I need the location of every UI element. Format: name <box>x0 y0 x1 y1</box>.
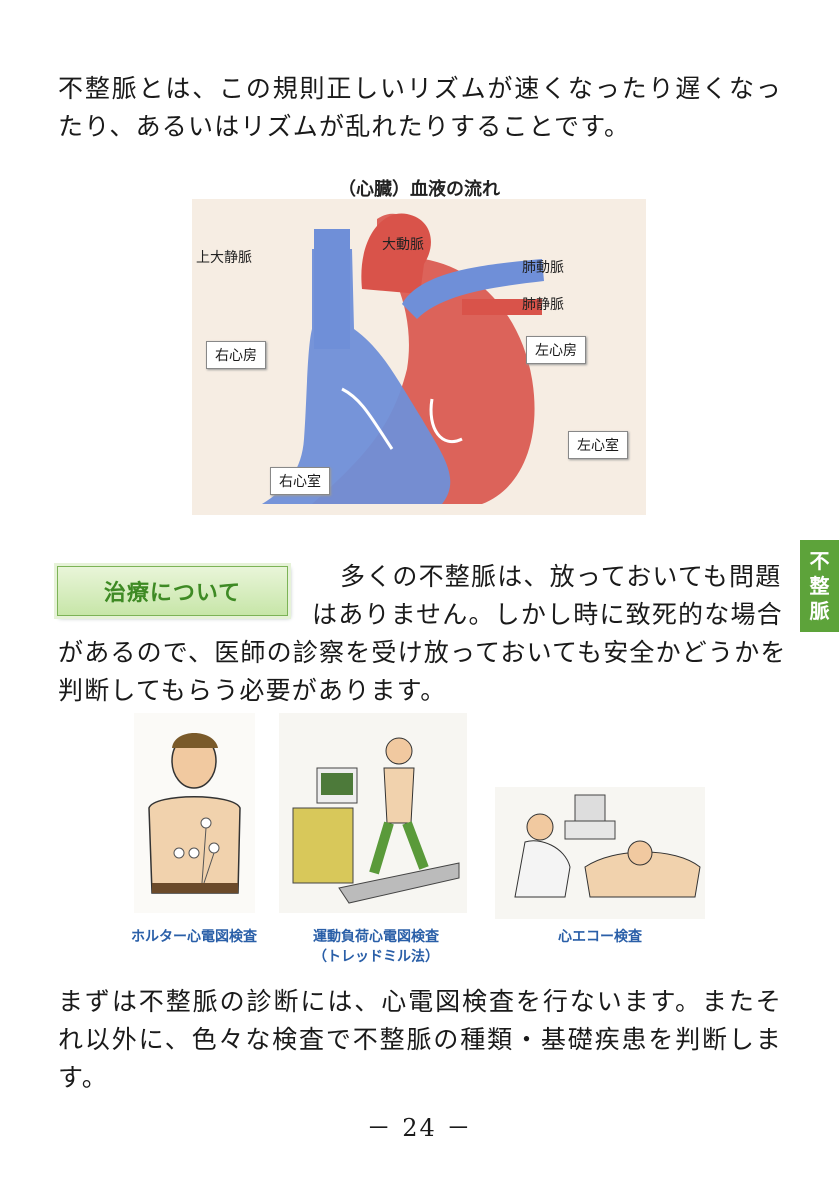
label-left-ventricle: 左心室 <box>568 431 628 459</box>
heart-illustration <box>262 213 544 504</box>
label-pulmonary-artery: 肺動脈 <box>522 260 564 276</box>
figure-caption: （心臓）血液の流れ <box>192 175 646 201</box>
label-right-atrium: 右心房 <box>206 341 266 369</box>
echocardiography-illustration <box>495 787 705 919</box>
treatment-heading: 治療について <box>57 566 288 616</box>
intro-paragraph: 不整脈とは、この規則正しいリズムが速くなったり遅くなったり、あるいはリズムが乱れ… <box>58 74 782 141</box>
treatment-line: はありません。しかし時に致死的な場合 <box>312 600 783 629</box>
heart-right-side <box>262 249 451 504</box>
treatment-line: 多くの不整脈は、放っておいても問題 <box>340 562 782 591</box>
pulmonary-artery <box>402 259 544 319</box>
heart-blood-flow-figure: （心臓）血液の流れ 上大静脈 大動脈 肺動脈 肺静脈 右心房 左心房 左心室 右… <box>192 175 646 515</box>
side-tab-char: 不 <box>809 548 830 573</box>
heart-diagram-panel: 上大静脈 大動脈 肺動脈 肺静脈 右心房 左心房 左心室 右心室 <box>192 199 646 515</box>
aorta-arch <box>361 213 431 294</box>
page-number: － 24 － <box>366 1114 473 1142</box>
label-aorta: 大動脈 <box>382 237 424 253</box>
echo-exam-label: 心エコー検査 <box>558 929 642 945</box>
flow-arrow-left <box>429 398 463 443</box>
label-right-ventricle: 右心室 <box>270 467 330 495</box>
treatment-line: があるので、医師の診察を受け放っておいても安全かどうかを <box>58 638 787 667</box>
exercise-exam-title: 運動負荷心電図検査 <box>313 929 439 945</box>
treadmill-ecg-illustration <box>279 713 467 913</box>
holter-ecg-illustration <box>134 713 255 913</box>
exercise-exam-label: 運動負荷心電図検査 （トレッドミル法） <box>294 927 458 967</box>
diagnosis-paragraph: まずは不整脈の診断には、心電図検査を行ないます。またそれ以外に、色々な検査で不整… <box>58 987 782 1092</box>
side-tab-char: 整 <box>809 573 830 598</box>
section-side-tab: 不 整 脈 <box>800 540 839 632</box>
label-pulmonary-vein: 肺静脈 <box>522 297 564 313</box>
exercise-exam-subtitle: （トレッドミル法） <box>313 949 439 965</box>
side-tab-char: 脈 <box>809 598 830 623</box>
treatment-line: 判断してもらう必要があります。 <box>58 676 447 705</box>
vena-cava <box>314 229 350 349</box>
pulmonary-vein <box>462 299 542 315</box>
flow-arrow-right <box>341 387 394 450</box>
label-left-atrium: 左心房 <box>526 336 586 364</box>
holter-exam-label: ホルター心電図検査 <box>131 929 257 945</box>
label-superior-vena-cava: 上大静脈 <box>196 250 252 266</box>
